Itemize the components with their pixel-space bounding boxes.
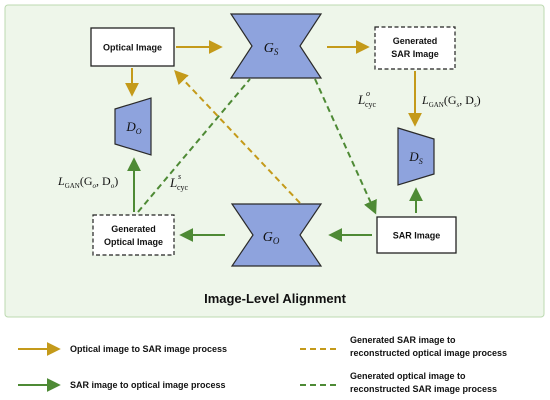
- svg-text:GO: GO: [263, 230, 280, 246]
- dashed-arrow-generated-to-sar-cycle: [314, 78, 377, 215]
- loss-cyc-s: L s cyc: [169, 172, 189, 192]
- generated-optical-node: Generated Optical Image: [92, 214, 175, 256]
- dashed-line-generated-optical-to-gs: [137, 78, 251, 213]
- generator-go: GO: [230, 203, 323, 267]
- legend: Optical image to SAR image process SAR i…: [18, 335, 507, 394]
- dashed-arrow-go-to-optical-cycle: [174, 69, 301, 204]
- generated-sar-label-line2: SAR Image: [391, 49, 439, 59]
- legend-dashed-gold-label-line1: Generated SAR image to: [350, 335, 456, 345]
- loss-gan-o: LGAN(Go, Do): [57, 174, 118, 190]
- panel-title: Image-Level Alignment: [204, 291, 346, 306]
- optical-image-node: Optical Image: [90, 27, 175, 67]
- do-base: D: [125, 119, 136, 134]
- svg-text:cyc: cyc: [365, 100, 377, 109]
- discriminator-ds: DS: [397, 127, 435, 186]
- svg-text:DO: DO: [125, 119, 141, 136]
- legend-solid-gold-label: Optical image to SAR image process: [70, 344, 227, 354]
- ds-base: D: [408, 149, 419, 164]
- discriminator-do: DO: [114, 97, 152, 156]
- sar-image-node: SAR Image: [376, 216, 457, 254]
- optical-image-label: Optical Image: [103, 43, 162, 53]
- svg-text:L: L: [169, 175, 177, 190]
- svg-text:DS: DS: [408, 149, 422, 166]
- go-base: G: [263, 230, 273, 245]
- generated-optical-label-line1: Generated: [111, 224, 156, 234]
- loss-gan-s: LGAN(Gs, Ds): [421, 93, 481, 109]
- generated-sar-label-line1: Generated: [393, 36, 438, 46]
- generator-gs: GS: [229, 13, 323, 79]
- legend-dashed-green-label-line2: reconstructed SAR image process: [350, 384, 497, 394]
- legend-solid-green-label: SAR image to optical image process: [70, 380, 226, 390]
- svg-text:o: o: [366, 89, 370, 98]
- legend-dashed-green-label-line1: Generated optical image to: [350, 371, 466, 381]
- gs-base: G: [264, 41, 274, 56]
- sar-image-label: SAR Image: [393, 231, 441, 241]
- legend-dashed-gold-label-line2: reconstructed optical image process: [350, 348, 507, 358]
- svg-text:LGAN(Gs, Ds): LGAN(Gs, Ds): [421, 93, 481, 109]
- ds-sub: S: [419, 157, 423, 166]
- svg-text:s: s: [178, 172, 181, 181]
- svg-text:LGAN(Go, Do): LGAN(Go, Do): [57, 174, 118, 190]
- loss-cyc-o: L o cyc: [357, 89, 377, 109]
- generated-optical-label-line2: Optical Image: [104, 237, 163, 247]
- svg-text:GS: GS: [264, 41, 279, 57]
- go-sub: O: [273, 236, 280, 246]
- gs-sub: S: [274, 47, 279, 57]
- generated-sar-node: Generated SAR Image: [374, 26, 456, 70]
- svg-text:L: L: [357, 92, 365, 107]
- svg-text:cyc: cyc: [177, 183, 189, 192]
- do-sub: O: [136, 127, 142, 136]
